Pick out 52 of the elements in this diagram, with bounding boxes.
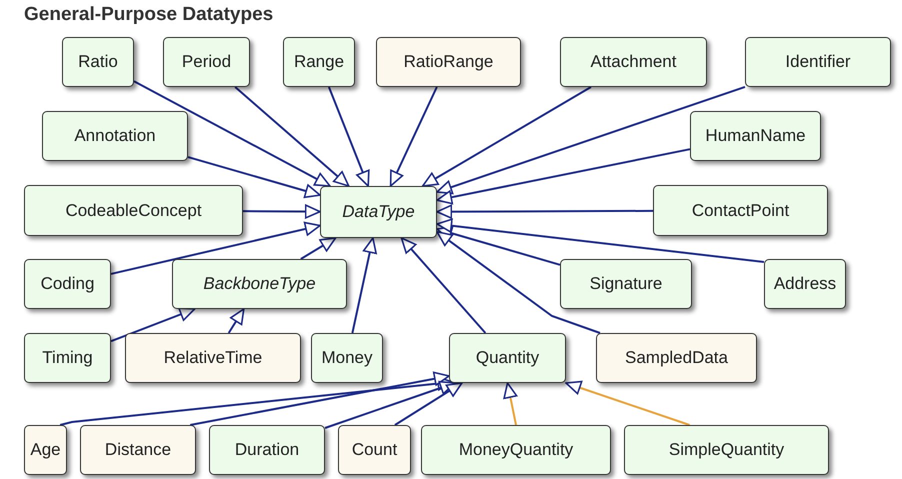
abstract-class-box: BackboneType [172, 259, 347, 309]
abstract-class-box: DataType [320, 186, 437, 238]
generalization-arrow [110, 222, 321, 275]
generalization-arrow [565, 380, 690, 426]
class-box: Timing [24, 333, 111, 383]
class-box: Annotation [42, 111, 188, 161]
class-box: CodeableConcept [24, 185, 243, 236]
generalization-arrow [134, 80, 331, 187]
generalization-arrow [190, 372, 450, 426]
class-box: Distance [80, 425, 196, 475]
generalization-arrow [228, 308, 245, 334]
generalization-arrow [436, 226, 560, 266]
class-box: Age [24, 425, 67, 475]
class-box: ContactPoint [653, 185, 828, 236]
class-box: MoneyQuantity [421, 425, 611, 475]
generalization-arrow [436, 230, 600, 334]
generalization-arrow [436, 218, 764, 263]
class-box: RatioRange [376, 37, 521, 87]
class-box: Coding [24, 259, 111, 309]
class-box: Money [311, 333, 383, 383]
generalization-arrow [351, 237, 377, 334]
generalization-arrow [436, 204, 653, 219]
class-box: Attachment [560, 37, 707, 87]
class-box: Address [764, 259, 846, 309]
generalization-arrow [436, 148, 690, 204]
class-box: SimpleQuantity [624, 425, 829, 475]
class-box: Period [163, 37, 250, 87]
diagram-title: General-Purpose Datatypes [24, 4, 274, 26]
generalization-arrow [503, 382, 518, 426]
class-box: Duration [209, 425, 325, 475]
class-box: Identifier [745, 37, 891, 87]
generalization-arrow [394, 382, 463, 426]
generalization-arrow [60, 376, 454, 426]
generalization-arrow [243, 204, 321, 219]
generalization-arrow [328, 86, 370, 187]
class-box: SampledData [596, 333, 757, 383]
generalization-arrow [422, 86, 592, 187]
generalization-arrow [324, 380, 456, 429]
generalization-arrow [390, 86, 438, 187]
class-box: Signature [560, 259, 692, 309]
class-box: HumanName [690, 111, 821, 161]
generalization-arrow [436, 86, 746, 194]
generalization-arrow [234, 86, 350, 187]
generalization-arrow [400, 237, 486, 334]
generalization-arrow [110, 307, 196, 342]
class-box: RelativeTime [125, 333, 301, 383]
class-box: Range [283, 37, 355, 87]
class-box: Count [338, 425, 411, 475]
class-box: Quantity [449, 333, 566, 383]
class-box: Ratio [62, 37, 134, 87]
generalization-arrow [188, 156, 321, 198]
generalization-arrow [300, 237, 336, 260]
